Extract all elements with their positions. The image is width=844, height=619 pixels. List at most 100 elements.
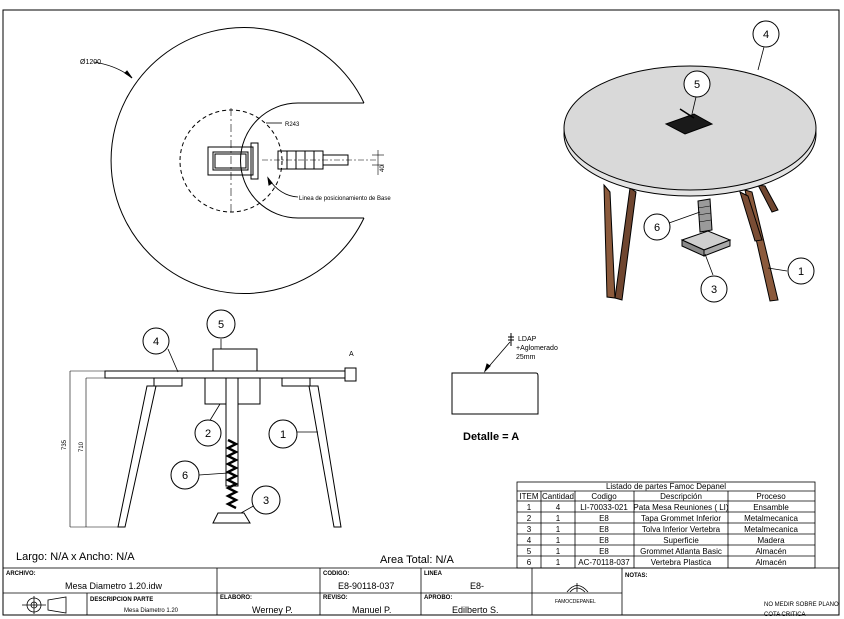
note-cota-critica: COTA CRITICA (764, 612, 806, 618)
svg-text:1: 1 (556, 558, 561, 567)
svg-text:4: 4 (763, 29, 769, 41)
col-header-qty: Cantidad (542, 492, 574, 501)
svg-text:Grommet Atlanta Basic: Grommet Atlanta Basic (640, 547, 722, 556)
svg-text:Metalmecanica: Metalmecanica (744, 514, 798, 523)
note-no-medir: NO MEDIR SOBRE PLANO (764, 602, 839, 608)
area-text: Area Total: N/A (380, 554, 454, 566)
svg-text:Tapa Grommet Inferior: Tapa Grommet Inferior (641, 514, 721, 523)
parts-table-title: Listado de partes Famoc Depanel (606, 482, 726, 491)
balloon-front-1 (268, 419, 298, 449)
balloon-iso-3 (700, 275, 728, 303)
offset-label: 40 (380, 165, 386, 172)
svg-text:Almacén: Almacén (755, 547, 786, 556)
balloons (142, 20, 815, 515)
logo-text: FAMOCDEPANEL (555, 599, 596, 605)
title-block-grid (2, 567, 840, 616)
logo (566, 583, 589, 593)
elaboro-value: Werney P. (252, 605, 293, 615)
svg-text:Madera: Madera (757, 536, 785, 545)
height-inner-label: 710 (79, 441, 85, 452)
svg-text:E8: E8 (599, 514, 609, 523)
balloon-iso-4 (752, 20, 780, 48)
balloon-front-3 (251, 485, 281, 515)
svg-text:Almacén: Almacén (755, 558, 786, 567)
col-header-process: Proceso (756, 492, 786, 501)
svg-text:4: 4 (556, 503, 561, 512)
balloon-leaders (167, 46, 788, 514)
base-line-label: Linea de posicionamiento de Base (299, 196, 391, 202)
svg-text:4: 4 (153, 336, 159, 348)
svg-text:AC-70118-037: AC-70118-037 (578, 558, 630, 567)
detail-note-3: 25mm (516, 354, 536, 361)
size-text: Largo: N/A x Ancho: N/A (16, 551, 135, 563)
linea-label: LINEA (424, 571, 443, 577)
elaboro-label: ELABORO: (220, 595, 252, 601)
svg-text:Metalmecanica: Metalmecanica (744, 525, 798, 534)
reviso-value: Manuel P. (352, 605, 391, 615)
detail-title: Detalle = A (463, 431, 519, 443)
parts-table-text: Listado de partes Famoc Depanel ITEM Can… (519, 482, 798, 567)
balloon-numbers: 4 5 6 3 1 5 4 2 1 6 3 (153, 29, 804, 507)
svg-text:Tolva Inferior Vertebra: Tolva Inferior Vertebra (642, 525, 721, 534)
radius-label: R243 (285, 122, 300, 128)
svg-text:5: 5 (694, 79, 700, 91)
svg-text:1: 1 (798, 266, 804, 278)
archivo-value: Mesa Diametro 1.20.idw (65, 581, 163, 591)
svg-text:2: 2 (205, 428, 211, 440)
balloon-front-2 (194, 419, 222, 447)
svg-text:6: 6 (654, 222, 660, 234)
col-header-item: ITEM (519, 492, 538, 501)
svg-text:6: 6 (527, 558, 532, 567)
svg-text:4: 4 (527, 536, 532, 545)
svg-text:Superficie: Superficie (663, 536, 699, 545)
svg-text:6: 6 (182, 470, 188, 482)
archivo-label: ARCHIVO: (6, 571, 36, 577)
tabletop-outline-circle (110, 27, 365, 294)
svg-text:1: 1 (556, 525, 561, 534)
aprobo-value: Edilberto S. (452, 605, 499, 615)
detail-note-1: LDAP (518, 336, 537, 343)
iso-view (563, 65, 817, 302)
codigo-label: CODIGO: (323, 571, 349, 577)
svg-text:3: 3 (263, 495, 269, 507)
diameter-label: Ø1200 (80, 59, 101, 66)
linea-value: E8- (470, 581, 484, 591)
notas-label: NOTAS: (625, 573, 648, 579)
svg-text:E8: E8 (599, 536, 609, 545)
svg-text:LI-70033-021: LI-70033-021 (580, 503, 628, 512)
svg-text:5: 5 (527, 547, 532, 556)
vertebra-chain (225, 438, 239, 510)
svg-text:1: 1 (556, 536, 561, 545)
svg-text:Pata Mesa Reuniones ( LI): Pata Mesa Reuniones ( LI) (633, 503, 728, 512)
svg-text:Vertebra Plastica: Vertebra Plastica (651, 558, 712, 567)
balloon-front-4 (142, 327, 170, 355)
top-view (93, 27, 384, 294)
descripcion-label: DESCRIPCION PARTE (90, 597, 153, 603)
balloon-iso-5 (683, 70, 711, 98)
col-header-desc: Descripción (660, 492, 702, 501)
svg-text:1: 1 (527, 503, 532, 512)
svg-text:1: 1 (556, 547, 561, 556)
descripcion-value: Mesa Diametro 1.20 (124, 608, 179, 614)
svg-text:Ensamble: Ensamble (753, 503, 789, 512)
detail-view (451, 333, 539, 415)
svg-text:3: 3 (711, 284, 717, 296)
height-outer-label: 735 (62, 439, 68, 450)
balloon-iso-6 (643, 213, 671, 241)
svg-text:3: 3 (527, 525, 532, 534)
col-header-code: Codigo (591, 492, 617, 501)
section-marker: A (349, 351, 354, 358)
reviso-label: REVISO: (323, 595, 348, 601)
balloon-iso-1 (787, 257, 815, 285)
grommet-outline (207, 146, 254, 176)
balloon-front-6 (170, 460, 200, 490)
svg-text:E8: E8 (599, 525, 609, 534)
svg-text:5: 5 (218, 319, 224, 331)
svg-text:1: 1 (556, 514, 561, 523)
projection-symbol (22, 596, 67, 614)
codigo-value: E8-90118-037 (338, 581, 394, 591)
svg-text:1: 1 (280, 429, 286, 441)
balloon-front-5 (206, 309, 236, 339)
